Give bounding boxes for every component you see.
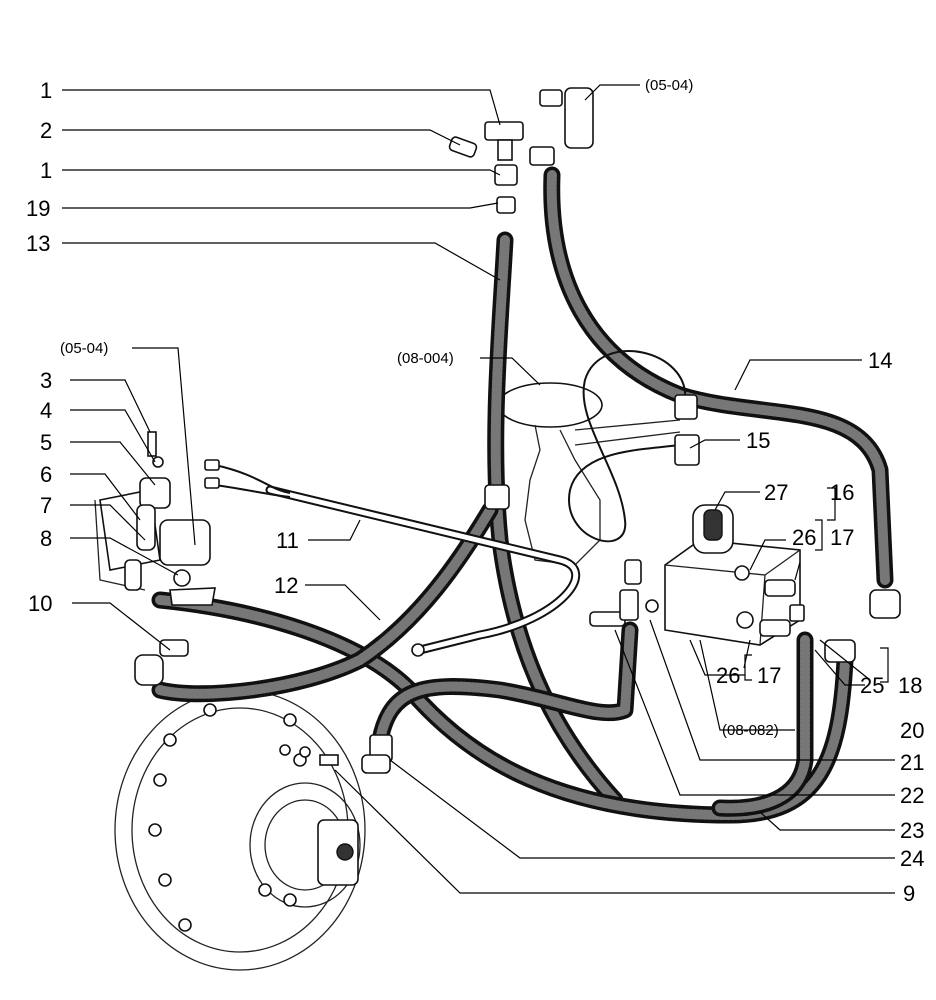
- callout-19: 19: [26, 196, 50, 221]
- callout-11: 11: [276, 528, 299, 553]
- callout-9: 9: [903, 881, 915, 906]
- tank-drawing: [497, 382, 681, 566]
- callout-24: 24: [900, 846, 924, 871]
- valve-block: [664, 394, 805, 646]
- callout-18: 18: [898, 673, 922, 698]
- wheel-hub-drawing: [114, 683, 366, 971]
- callout-23: 23: [900, 818, 924, 843]
- callout-10: 10: [28, 591, 52, 616]
- callout-labels-left: 1 2 1 19 13 3 4 5 6 7 8 10: [26, 78, 52, 616]
- reference-labels: (05-04) (05-04) (08-004) (08-082): [60, 77, 779, 739]
- callout-labels-middle: 11 12 15: [274, 428, 770, 598]
- reference-08-004: (08-004): [397, 350, 454, 367]
- callout-22: 22: [900, 783, 924, 808]
- pump-assembly: [94, 431, 220, 686]
- callout-26-upper: 26: [792, 525, 816, 550]
- wires: [214, 350, 687, 543]
- callout-4: 4: [40, 398, 52, 423]
- callout-17-lower: 17: [757, 663, 781, 688]
- callout-25: 25: [860, 673, 884, 698]
- callout-1-top: 1: [40, 78, 52, 103]
- callout-27: 27: [764, 480, 788, 505]
- leader-lines: [62, 84, 895, 894]
- reference-05-04-left: (05-04): [60, 340, 108, 357]
- callout-6: 6: [40, 462, 52, 487]
- callout-17-upper: 17: [830, 525, 854, 550]
- callout-7: 7: [40, 493, 52, 518]
- reference-08-082: (08-082): [722, 722, 779, 739]
- callout-2: 2: [40, 118, 52, 143]
- callout-13: 13: [26, 231, 50, 256]
- callout-labels-right: 14 27 16 26 17 26 17 25 18 20 21 22 23 2…: [716, 348, 924, 906]
- callout-15: 15: [746, 428, 770, 453]
- callout-14: 14: [868, 348, 892, 373]
- callout-12: 12: [274, 573, 298, 598]
- callout-5: 5: [40, 430, 52, 455]
- reference-05-04-top: (05-04): [645, 77, 693, 94]
- callout-26-lower: 26: [716, 663, 740, 688]
- callout-16: 16: [830, 480, 854, 505]
- callout-21: 21: [900, 750, 924, 775]
- callout-8: 8: [40, 526, 52, 551]
- fittings: [361, 87, 901, 774]
- callout-20: 20: [900, 718, 924, 743]
- callout-3: 3: [40, 368, 52, 393]
- callout-1-lower: 1: [40, 158, 52, 183]
